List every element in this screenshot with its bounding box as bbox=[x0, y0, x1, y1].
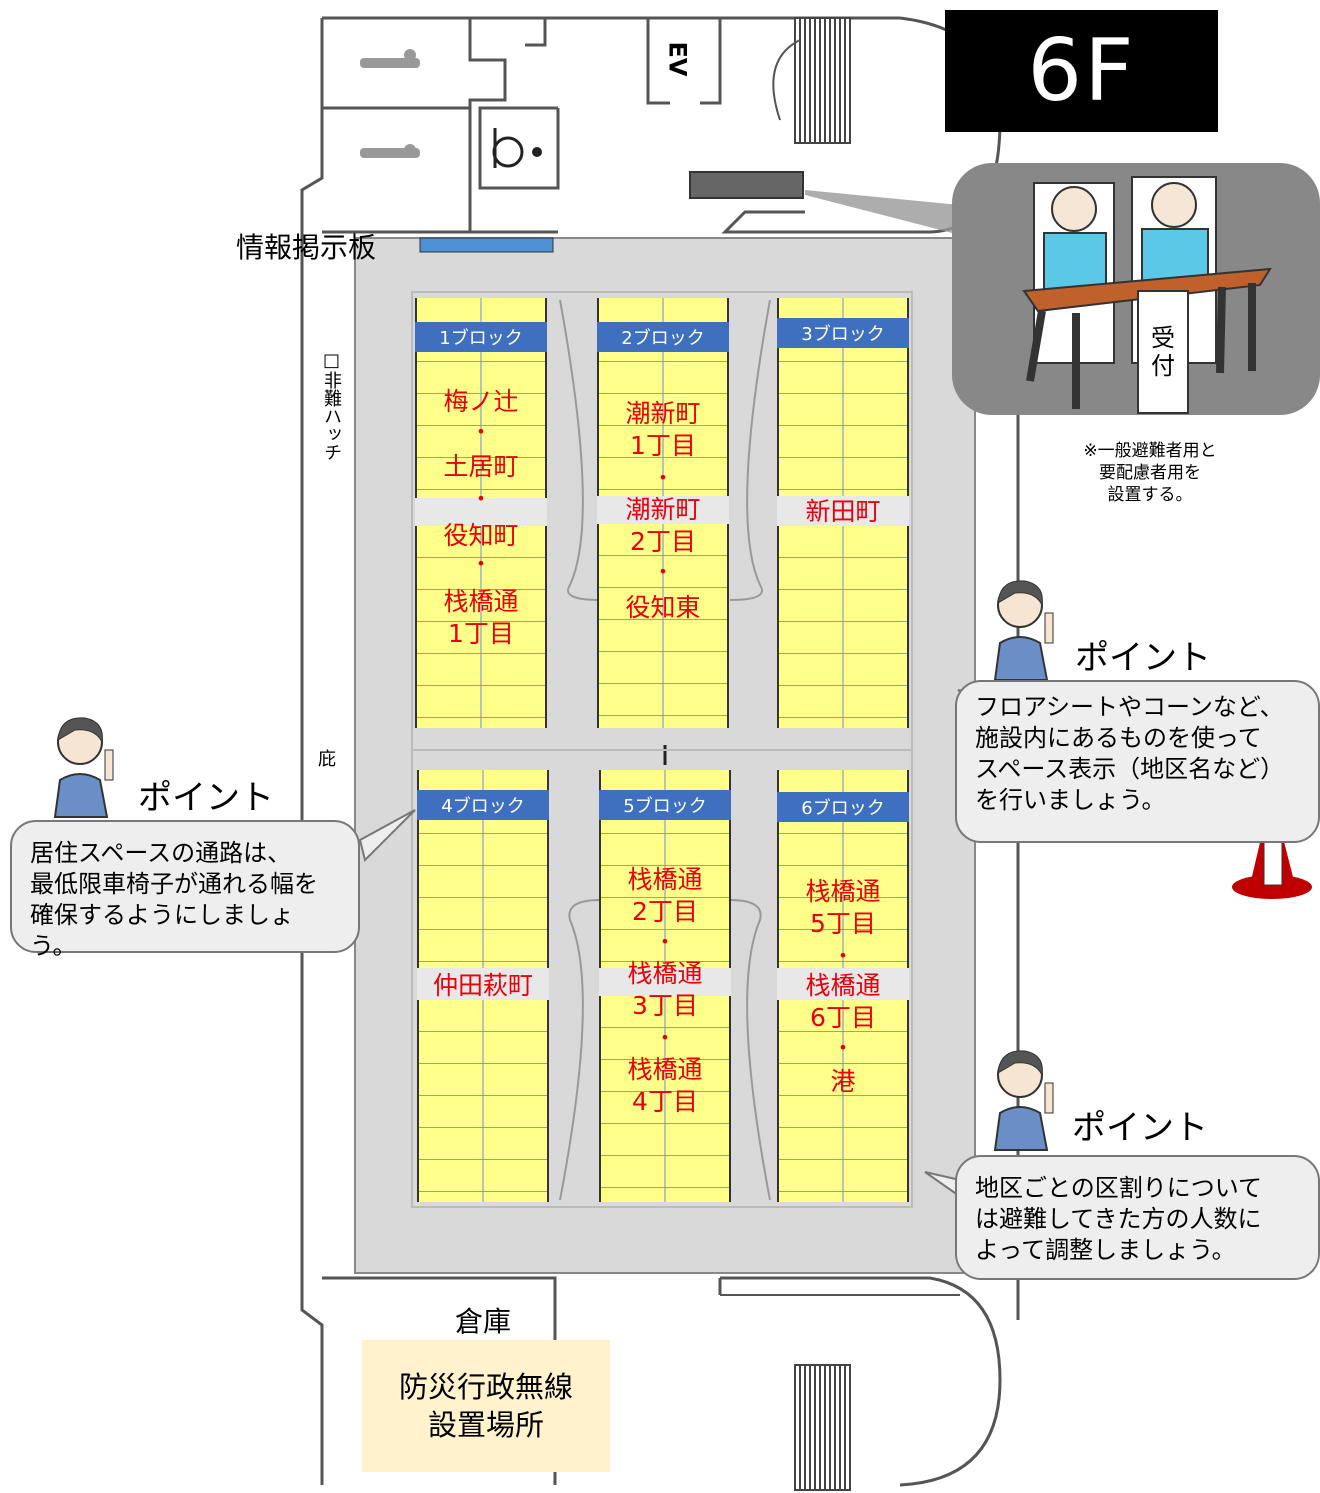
block-5: 5ブロック 栈橋通 2丁目 • 栈橋通 3丁目 • 栈橋通 4丁目 bbox=[599, 770, 731, 1202]
radio-location: 防災行政無線 設置場所 bbox=[362, 1340, 610, 1472]
separator-dot: • bbox=[660, 1028, 670, 1047]
area-label: 栈橋通 bbox=[627, 959, 703, 988]
area-label: 栈橋通 bbox=[627, 1055, 703, 1084]
storage-label: 倉庫 bbox=[455, 1305, 512, 1338]
area-label: 新田町 bbox=[805, 497, 881, 526]
bubble-line: 地区ごとの区割りについて bbox=[975, 1174, 1263, 1202]
point-bubble: フロアシートやコーンなど、 施設内にあるものを使って スペース表示（地区名など）… bbox=[955, 680, 1320, 843]
area-label: 2丁目 bbox=[632, 897, 698, 926]
block-4: 4ブロック 仲田萩町 bbox=[417, 770, 549, 1202]
block-1-header: 1ブロック bbox=[415, 322, 547, 352]
floor-label: 6F bbox=[945, 10, 1218, 132]
evacuation-hatch-label: □非難ハッチ bbox=[321, 350, 342, 461]
point-label: ポイント bbox=[1075, 638, 1211, 678]
reception-sign-char-1: 受 bbox=[1151, 324, 1175, 352]
block-5-header: 5ブロック bbox=[599, 790, 731, 820]
block-2-header: 2ブロック bbox=[597, 322, 729, 352]
reception-illustration bbox=[952, 163, 1320, 415]
point-bubble: 居住スペースの通路は、 最低限車椅子が通れる幅を 確保するようにしましょう。 bbox=[10, 820, 360, 960]
area-label: 1丁目 bbox=[630, 431, 696, 460]
separator-dot: • bbox=[476, 554, 486, 573]
block-6-header: 6ブロック bbox=[777, 792, 909, 822]
area-label: 2丁目 bbox=[630, 527, 696, 556]
block-1: 1ブロック 梅ノ辻 • 土居町 • 役知町 • 栈橋通 1丁目 bbox=[415, 298, 547, 728]
note-line: 要配慮者用を bbox=[1099, 463, 1201, 483]
point-bubble: 地区ごとの区割りについて は避難してきた方の人数に よって調整しましょう。 bbox=[955, 1155, 1320, 1280]
area-label: 港 bbox=[830, 1067, 856, 1096]
separator-dot: • bbox=[658, 562, 668, 581]
bubble-line: フロアシートやコーンなど、 bbox=[975, 693, 1284, 721]
area-label: 土居町 bbox=[443, 452, 519, 481]
note-line: 設置する。 bbox=[1107, 485, 1193, 505]
area-label: 梅ノ辻 bbox=[443, 387, 519, 416]
reception-sign-char-2: 付 bbox=[1151, 352, 1175, 380]
staff-at-desk-icon bbox=[1022, 176, 1272, 409]
area-label: 仲田萩町 bbox=[432, 971, 533, 1000]
area-label: 役知町 bbox=[443, 521, 519, 550]
area-label: 潮新町 bbox=[625, 495, 701, 524]
bubble-line: は避難してきた方の人数に bbox=[975, 1205, 1262, 1233]
note-line: ※一般避難者用と bbox=[1083, 441, 1217, 461]
block-4-header: 4ブロック bbox=[417, 790, 549, 820]
bubble-line: 居住スペースの通路は、 bbox=[30, 839, 292, 867]
radio-line: 設置場所 bbox=[427, 1408, 544, 1442]
area-label: 栈橋通 bbox=[443, 587, 519, 616]
eaves-label: 庇 bbox=[318, 749, 336, 770]
guide-woman-icon bbox=[53, 717, 114, 818]
guide-woman-icon bbox=[993, 580, 1054, 681]
bubble-line: 最低限車椅子が通れる幅を bbox=[30, 870, 318, 898]
area-label: 1丁目 bbox=[448, 619, 514, 648]
area-label: 栈橋通 bbox=[805, 971, 881, 1000]
block-6: 6ブロック 栈橋通 5丁目 • 栈橋通 6丁目 • 港 bbox=[777, 770, 909, 1202]
block-2: 2ブロック 潮新町 1丁目 • 潮新町 2丁目 • 役知東 bbox=[597, 298, 729, 728]
block-3: 3ブロック 新田町 bbox=[777, 298, 909, 728]
elevator-label: EV bbox=[663, 41, 692, 77]
info-board-label: 情報掲示板 bbox=[236, 231, 377, 264]
area-label: 6丁目 bbox=[810, 1003, 876, 1032]
bubble-line: を行いましょう。 bbox=[975, 786, 1166, 814]
separator-dot: • bbox=[660, 932, 670, 951]
separator-dot: • bbox=[658, 468, 668, 487]
separator-dot: • bbox=[476, 489, 486, 508]
block-3-header: 3ブロック bbox=[777, 318, 909, 348]
point-label: ポイント bbox=[1072, 1108, 1208, 1148]
bubble-line: 確保するようにしましょう。 bbox=[30, 901, 294, 960]
bubble-line: よって調整しましょう。 bbox=[975, 1236, 1236, 1264]
area-label: 5丁目 bbox=[810, 909, 876, 938]
separator-dot: • bbox=[476, 422, 486, 441]
separator-dot: • bbox=[838, 1038, 848, 1057]
reception-note: ※一般避難者用と 要配慮者用を 設置する。 bbox=[1055, 440, 1245, 506]
point-label: ポイント bbox=[138, 778, 274, 818]
bubble-line: 施設内にあるものを使って bbox=[975, 724, 1262, 752]
area-label: 栈橋通 bbox=[627, 865, 703, 894]
area-label: 栈橋通 bbox=[805, 877, 881, 906]
area-label: 3丁目 bbox=[632, 991, 698, 1020]
separator-dot: • bbox=[838, 946, 848, 965]
guide-woman-icon bbox=[993, 1050, 1054, 1151]
area-label: 4丁目 bbox=[632, 1087, 698, 1116]
area-label: 役知東 bbox=[625, 593, 701, 622]
area-label: 潮新町 bbox=[625, 399, 701, 428]
bubble-line: スペース表示（地区名など） bbox=[975, 755, 1285, 783]
radio-line: 防災行政無線 bbox=[398, 1370, 573, 1404]
reception-sign: 受 付 bbox=[1137, 290, 1189, 414]
